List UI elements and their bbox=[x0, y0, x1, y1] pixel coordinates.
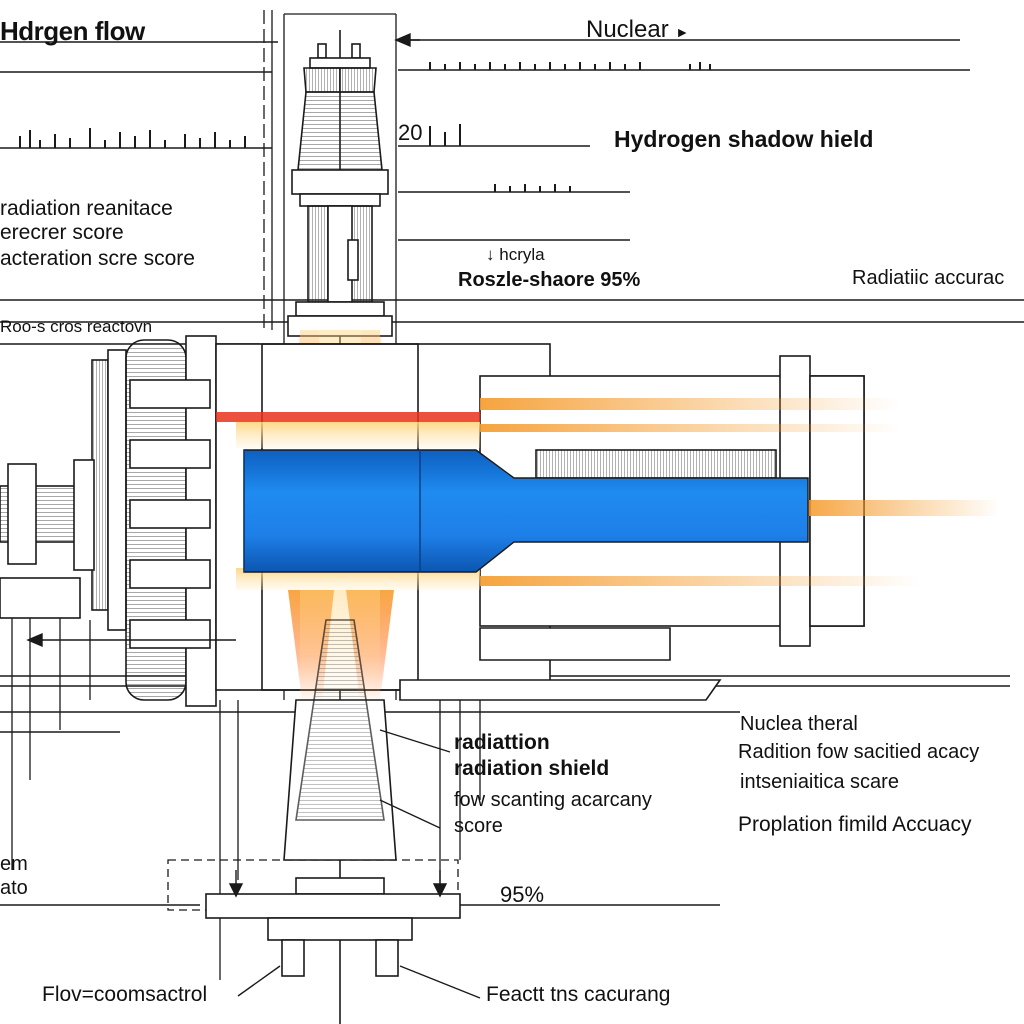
tick-marks bbox=[19, 62, 711, 192]
lower-nozzle bbox=[205, 619, 461, 977]
nozzle-share-label: Roszle-shaore 95% bbox=[458, 269, 641, 291]
propulsion-field-label: Proplation fimild Accuacy bbox=[738, 813, 972, 836]
hydrogen-flow-label: Hdrgen flow bbox=[0, 16, 145, 46]
upper-nozzle-tower bbox=[287, 43, 393, 337]
radiation-shield-label: radiation shield bbox=[454, 757, 610, 780]
cross-reactor-label: Roo-s cros reactovn bbox=[0, 317, 153, 336]
hcryla-label-text: hcryla bbox=[499, 245, 545, 264]
right-arrow-icon: ► bbox=[675, 24, 690, 40]
radiatic-accuracy-label: Radiatiic accurac bbox=[852, 267, 1005, 289]
gauge-mark: 20 bbox=[398, 120, 423, 145]
hydrogen-shadow-shield-label: Hydrogen shadow hield bbox=[614, 126, 874, 152]
nuclear-label-text: Nuclear bbox=[586, 16, 669, 43]
flow-scanning-label: fow scanting acarcany bbox=[454, 789, 652, 811]
coolant-core bbox=[243, 449, 809, 573]
acceleration-score-label: acteration scre score bbox=[0, 247, 195, 270]
react-caucurang-label: Feactt tns cacurang bbox=[486, 983, 671, 1006]
heat-bands bbox=[216, 398, 1000, 590]
hcryla-label: ↓ hcryla bbox=[486, 246, 545, 263]
intsen-scare-label: intseniaitica scare bbox=[740, 771, 899, 793]
radition-flow-label: Radition fow sacitied acacy bbox=[738, 741, 980, 763]
ato-label: ato bbox=[0, 877, 28, 899]
recrecr-score-label: erecrer score bbox=[0, 221, 124, 244]
down-arrow-icon: ↓ bbox=[486, 245, 495, 264]
radiation-label: radiattion bbox=[454, 731, 550, 754]
flow-scanning-score-label: score bbox=[454, 815, 503, 837]
nuclea-theral-label: Nuclea theral bbox=[740, 713, 858, 735]
arrow-leaders bbox=[26, 32, 481, 999]
em-label: em bbox=[0, 853, 28, 875]
radiation-resistance-label: radiation reanitace bbox=[0, 197, 173, 220]
nuclear-label: Nuclear ► bbox=[586, 18, 689, 42]
flow-control-label: Flov=coomsactrol bbox=[42, 983, 208, 1006]
percent-95-label: 95% bbox=[500, 882, 545, 907]
